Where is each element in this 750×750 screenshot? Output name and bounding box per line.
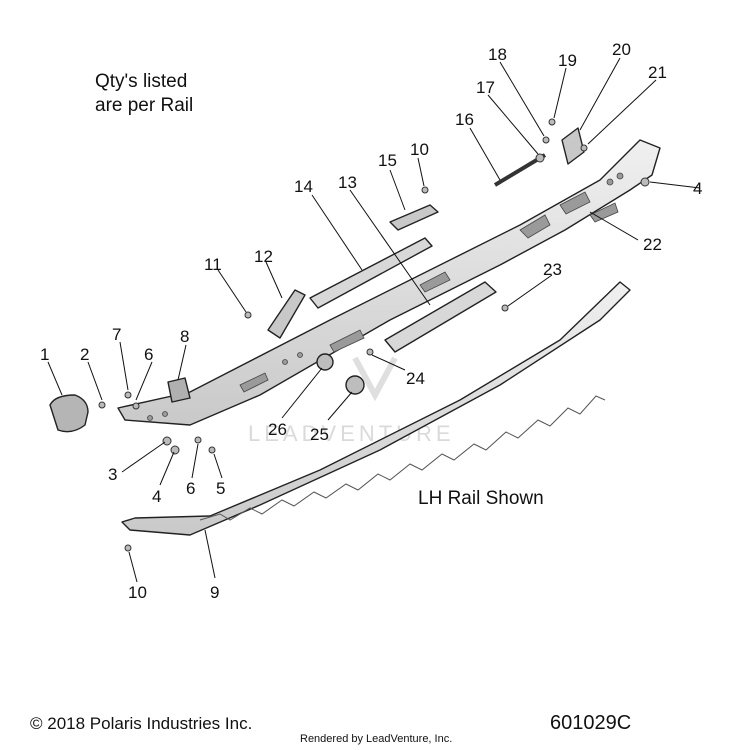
callout-8: 8: [180, 327, 189, 346]
cap-1: [49, 394, 89, 433]
block-15: [389, 204, 439, 231]
callout-10-bottom: 10: [128, 583, 147, 602]
bolt-5: [208, 446, 216, 454]
callout-20: 20: [612, 40, 631, 59]
callout-4-left: 4: [152, 487, 161, 506]
nut-24: [366, 348, 374, 356]
callout-18: 18: [488, 45, 507, 64]
callout-24: 24: [406, 369, 425, 388]
washer-6-bottom: [194, 436, 202, 444]
diagram-id: 601029C: [550, 712, 632, 734]
callout-10-top: 10: [410, 140, 429, 159]
callout-5: 5: [216, 479, 225, 498]
copyright: © 2018 Polaris Industries Inc.: [30, 714, 253, 733]
callout-19: 19: [558, 51, 577, 70]
callout-21: 21: [648, 63, 667, 82]
bolt-10-bottom: [124, 544, 132, 552]
bracket-14: [309, 237, 433, 309]
bolt-11: [244, 311, 252, 319]
nut-21: [580, 144, 588, 152]
nut-3: [162, 436, 172, 446]
callout-17: 17: [476, 78, 495, 97]
callout-15: 15: [378, 151, 397, 170]
wheel-25: [345, 375, 365, 395]
qty-note-line1: Qty's listed: [95, 71, 188, 92]
callout-2: 2: [80, 345, 89, 364]
link-12: [267, 289, 306, 339]
callout-26: 26: [268, 420, 287, 439]
rail-22: [117, 139, 661, 426]
bolt-10-top: [421, 186, 429, 194]
nut-4-right: [640, 177, 650, 187]
callout-22: 22: [643, 235, 662, 254]
callout-6-bottom: 6: [186, 479, 195, 498]
qty-note: Qty's listed are per Rail: [95, 70, 193, 118]
nut-7: [124, 391, 132, 399]
rail-shown-note: LH Rail Shown: [418, 488, 544, 509]
rendered-by: Rendered by LeadVenture, Inc.: [300, 733, 453, 745]
bolt-19: [548, 118, 556, 126]
bracket-26: [316, 353, 334, 371]
callout-23: 23: [543, 260, 562, 279]
spacer-17: [535, 153, 545, 163]
nut-4-left: [170, 445, 180, 455]
washer-6-top: [132, 402, 140, 410]
callout-9: 9: [210, 583, 219, 602]
leader-lines: [47, 57, 701, 583]
callout-1: 1: [40, 345, 49, 364]
callouts: 1 2 3 4 4 5 6 6 7 8 9 10 10 11 12 13 14 …: [40, 40, 702, 602]
qty-note-line2: are per Rail: [95, 95, 194, 116]
rail-9: [121, 281, 631, 536]
callout-4-right: 4: [693, 179, 702, 198]
callout-6-top: 6: [144, 345, 153, 364]
bracket-13: [384, 281, 497, 353]
callout-11: 11: [204, 255, 222, 274]
callout-12: 12: [254, 247, 273, 266]
bracket-20: [561, 127, 585, 165]
bolt-23: [501, 304, 509, 312]
callout-13: 13: [338, 173, 357, 192]
pin-18: [542, 136, 550, 144]
callout-3: 3: [108, 465, 117, 484]
callout-16: 16: [455, 110, 474, 129]
callout-14: 14: [294, 177, 313, 196]
bolt-2: [98, 401, 106, 409]
callout-25: 25: [310, 425, 329, 444]
block-8: [167, 377, 191, 403]
callout-7: 7: [112, 325, 121, 344]
